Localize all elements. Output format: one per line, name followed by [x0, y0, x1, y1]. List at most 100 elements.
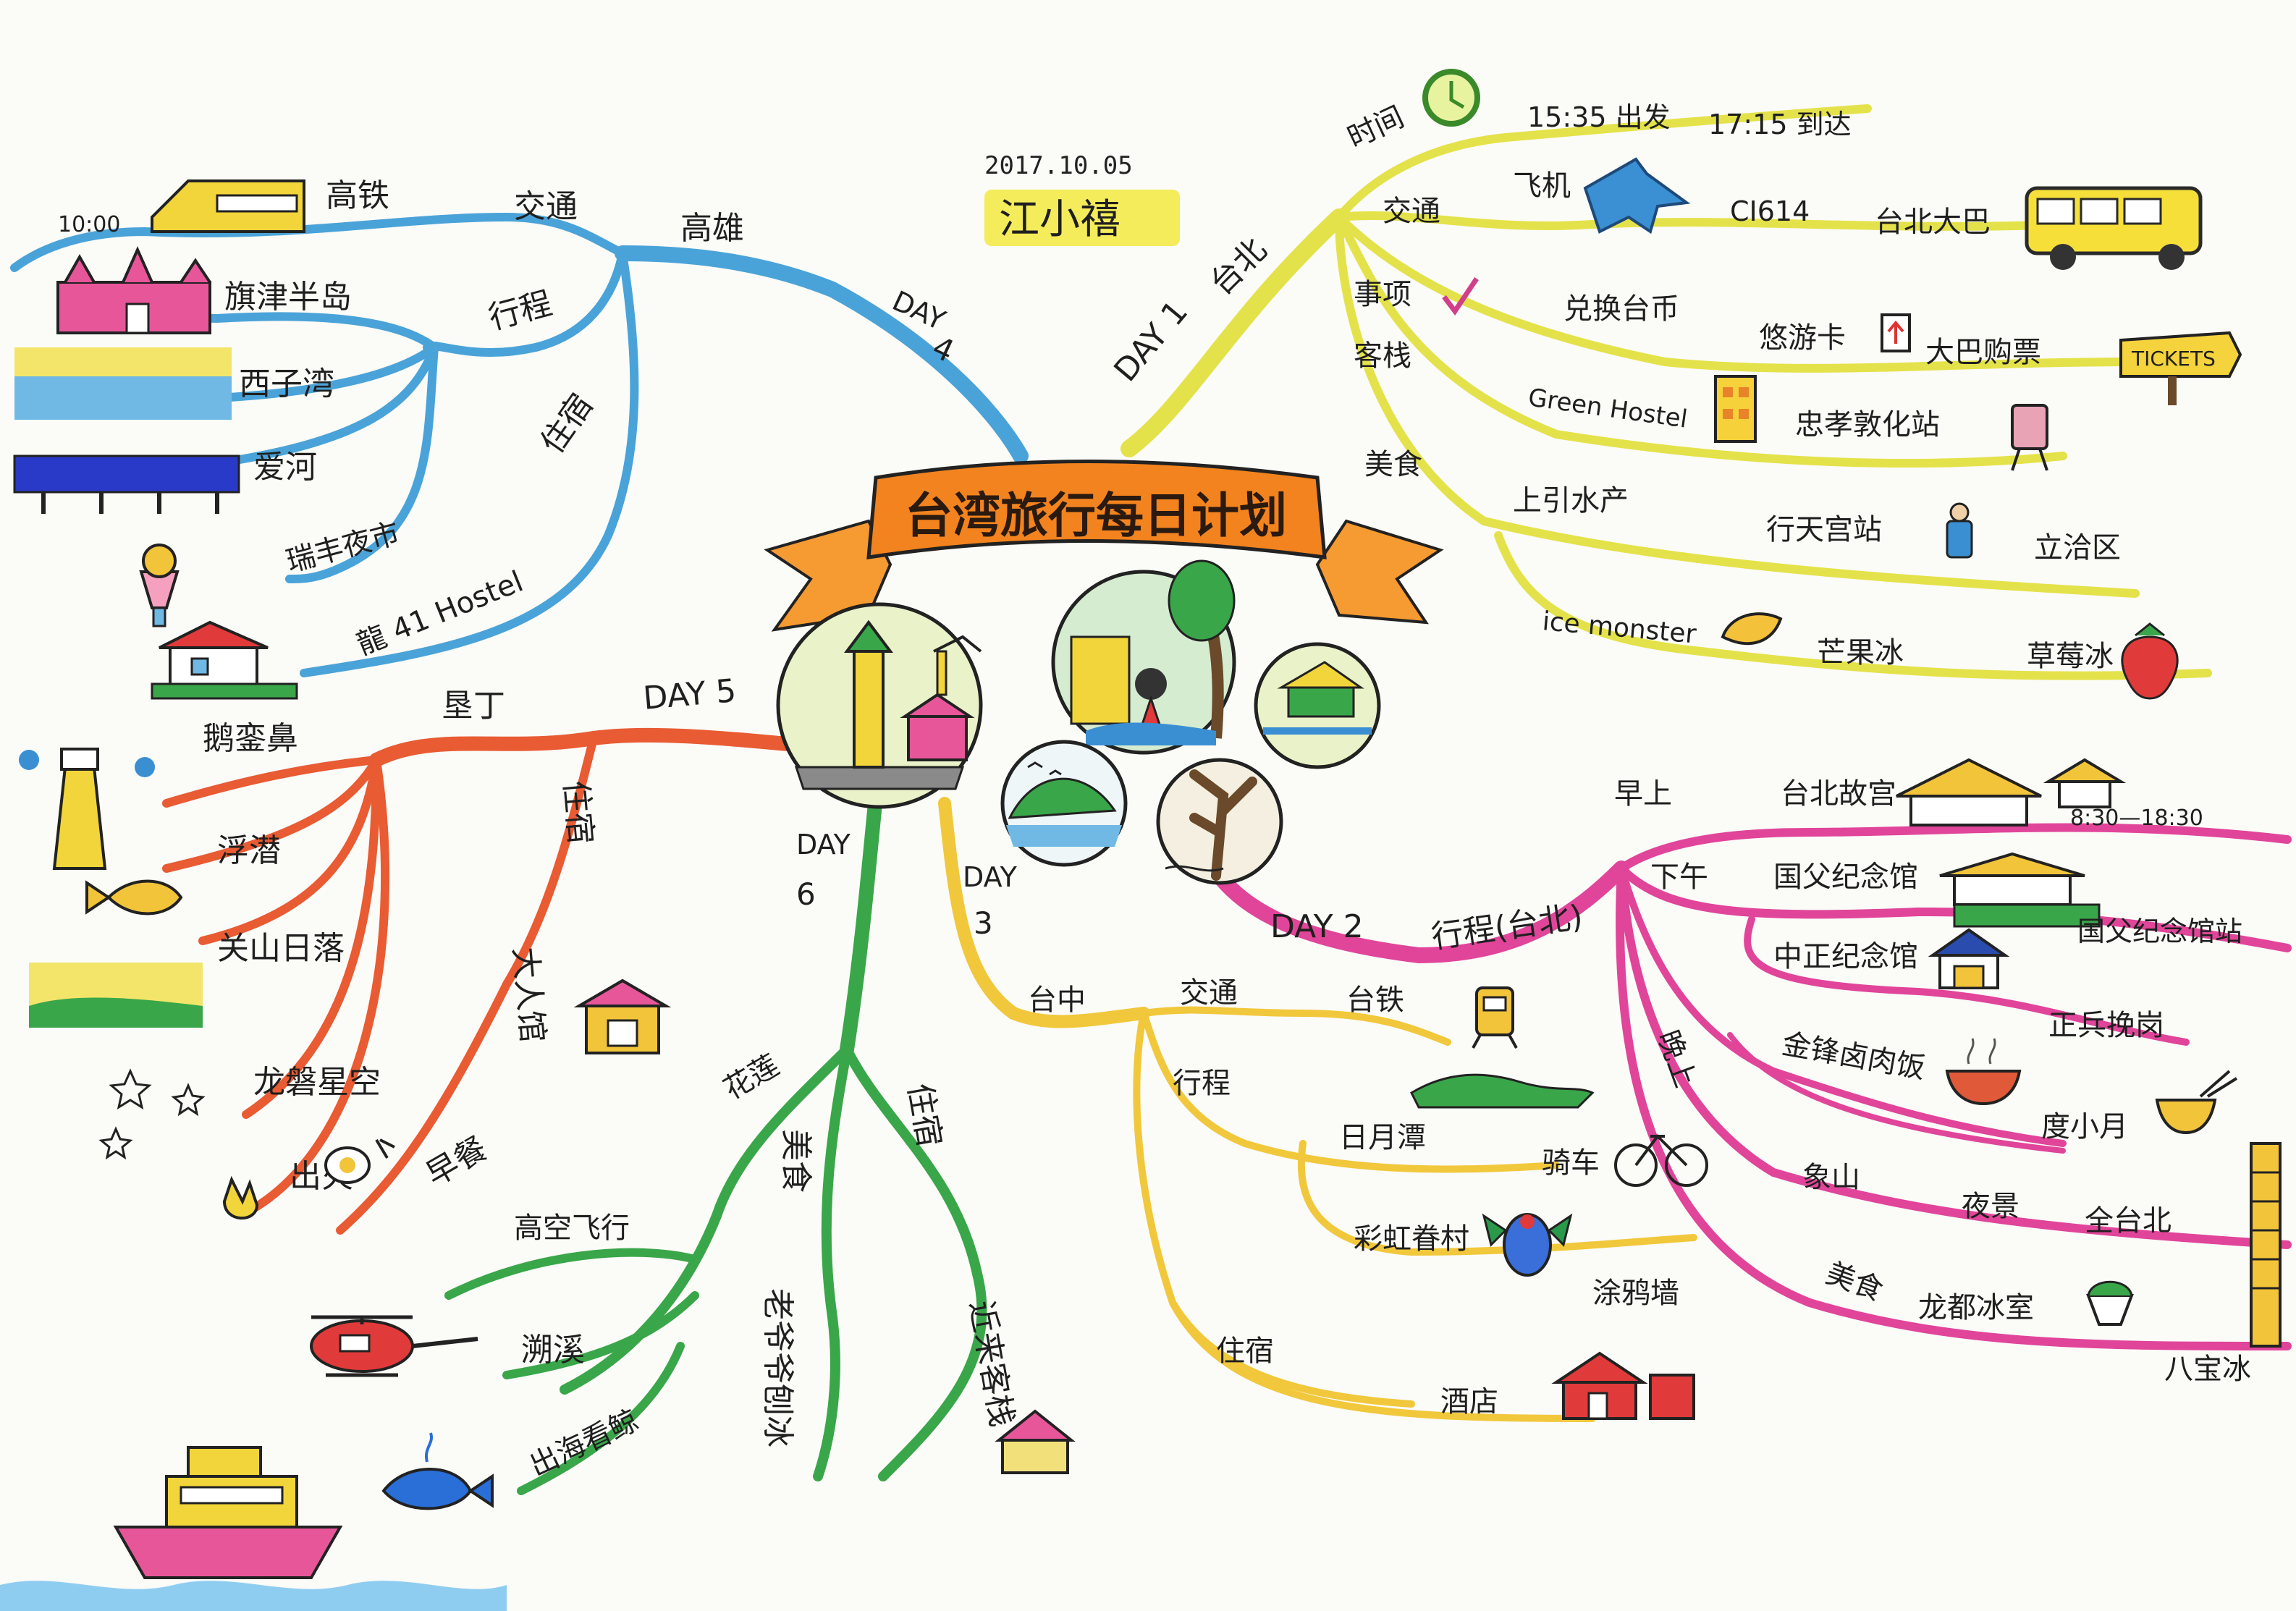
day4-train: 高铁 [326, 177, 389, 214]
day3-stay: 住宿 [1216, 1335, 1274, 1368]
day6-label-day: DAY [796, 829, 851, 861]
day5-breakfast: 早餐 [420, 1130, 494, 1193]
day2-memorial-station: 国父纪念馆站 [2077, 916, 2242, 947]
waves-icon [0, 1581, 507, 1611]
train-icon [1472, 986, 1518, 1049]
forest-scene-illustration [1051, 559, 1236, 755]
day6-branch [444, 789, 987, 1495]
day5-branch [162, 727, 811, 1235]
day1-inn-label: 客栈 [1354, 339, 1411, 373]
date-label: 2017.10.05 [984, 151, 1133, 180]
shaved-ice-icon [2086, 1280, 2134, 1326]
day2-night-view: 夜景 [1962, 1190, 2019, 1223]
day1-hostel: Green Hostel [1527, 383, 1689, 434]
day1-mango: 芒果冰 [1817, 636, 1904, 669]
day3-sunmoon: 日月潭 [1339, 1121, 1426, 1154]
day1-station: 忠孝敦化站 [1795, 408, 1940, 441]
day1-plane: 飞机 [1513, 169, 1571, 203]
tickets-sign-icon: TICKETS [2119, 331, 2242, 405]
day2-branch [1194, 823, 2292, 1350]
day1-bus: 台北大巴 [1875, 206, 1991, 239]
day5-label: DAY 5 [642, 672, 738, 717]
day1-exchange: 兑换台币 [1563, 292, 1679, 326]
day4-qijin: 旗津半岛 [224, 279, 352, 316]
day1-shuiting: 上引水产 [1513, 484, 1629, 517]
card-arrow-icon [1887, 320, 1904, 344]
fire-icon [222, 1175, 259, 1220]
lighthouse-icon [19, 748, 155, 870]
day1-buy-ticket: 大巴购票 [1925, 336, 2041, 369]
day5-city: 垦丁 [442, 688, 505, 724]
day5-eluanbi: 鹅銮鼻 [203, 720, 298, 757]
day3-rail: 台铁 [1346, 984, 1404, 1017]
center-title: 台湾旅行每日计划 [905, 488, 1287, 544]
airplane-icon [1583, 157, 1691, 234]
day6-city: 花莲 [718, 1049, 785, 1107]
day2-jinfeng: 金锋卤肉饭 [1779, 1028, 1928, 1086]
day6-label-num: 6 [796, 876, 816, 912]
day3-route: 行程 [1173, 1067, 1231, 1100]
day1-arrive: 17:15 到达 [1708, 109, 1852, 140]
svg-text:TICKETS: TICKETS [2131, 347, 2216, 371]
day4-transport: 交通 [514, 188, 578, 225]
luggage-icon [2011, 404, 2048, 471]
day1-label: DAY 1 [1107, 294, 1195, 389]
day1-matters-label: 事项 [1354, 278, 1411, 311]
castle-icon [56, 246, 211, 334]
day1-icemonster: ice monster [1541, 606, 1697, 649]
day3-wall: 涂鸦墙 [1592, 1277, 1679, 1310]
day6-paragliding: 高空飞行 [514, 1212, 630, 1245]
day6-whale: 出海看鲸 [525, 1404, 643, 1483]
day2-taipei101: 全台北 [2085, 1204, 2172, 1238]
fish-icon [85, 879, 183, 916]
checkmark-icon [1442, 277, 1479, 316]
breakfast-icon [324, 1138, 395, 1184]
day3-city: 台中 [1028, 984, 1086, 1017]
sea-sunset-icon [14, 347, 232, 420]
bicycle-icon [1614, 1133, 1708, 1187]
strawberry-icon [2121, 622, 2179, 700]
stars-icon [98, 1068, 206, 1160]
ship-icon [113, 1446, 343, 1579]
day3-transport: 交通 [1180, 976, 1238, 1010]
bridge-icon [13, 454, 240, 514]
dadaren-house-icon [573, 978, 672, 1054]
zhongzheng-hall-icon [1928, 928, 2010, 989]
day1-xingtian: 行天宫站 [1766, 513, 1882, 546]
day2-morning: 早上 [1614, 777, 1672, 811]
pavilion-scene-illustration [1254, 642, 1381, 769]
author-highlight [984, 190, 1180, 246]
day1-transport-label: 交通 [1383, 195, 1440, 228]
noodle-bowl-icon [1945, 1038, 2022, 1106]
day2-hours: 8:30—18:30 [2070, 806, 2203, 831]
author-name: 江小禧 [999, 196, 1120, 243]
day4-city: 高雄 [680, 210, 744, 247]
center-banner: 台湾旅行每日计划 [764, 460, 1444, 632]
day6-ice: 老爷爷刨冰 [759, 1288, 796, 1447]
house-icon [151, 620, 298, 700]
day5-dadaren: 大人馆 [506, 946, 551, 1044]
day2-zhengfeng: 正兵挽岗 [2048, 1009, 2164, 1042]
day2-label: DAY 2 [1270, 908, 1364, 945]
ramen-bowl-icon [2155, 1070, 2238, 1135]
day1-depart: 15:35 出发 [1527, 101, 1671, 133]
day1-flight: CI614 [1730, 195, 1810, 227]
tree-scene-illustration [1156, 758, 1283, 885]
day2-longdu: 龙都冰室 [1918, 1291, 2034, 1324]
day2-zhongzheng: 中正纪念馆 [1773, 940, 1918, 973]
day4-time: 10:00 [58, 212, 120, 237]
day3-rainbow: 彩虹眷村 [1354, 1222, 1469, 1256]
sunmoon-lake-icon [1410, 1073, 1595, 1109]
traveler-icon [1946, 502, 1973, 559]
day1-branch [1120, 104, 2212, 680]
day4-route: 行程 [485, 285, 556, 337]
memorial-hall-icon [1939, 852, 2101, 928]
day3-branch [938, 797, 1697, 1422]
day5-sunset: 关山日落 [217, 930, 345, 967]
day3-label-day: DAY [963, 861, 1018, 893]
day2-babao: 八宝冰 [2164, 1353, 2251, 1386]
day5-stay: 住宿 [557, 779, 599, 846]
bird-icon [1482, 1213, 1573, 1277]
sunset-icon [29, 963, 203, 1028]
